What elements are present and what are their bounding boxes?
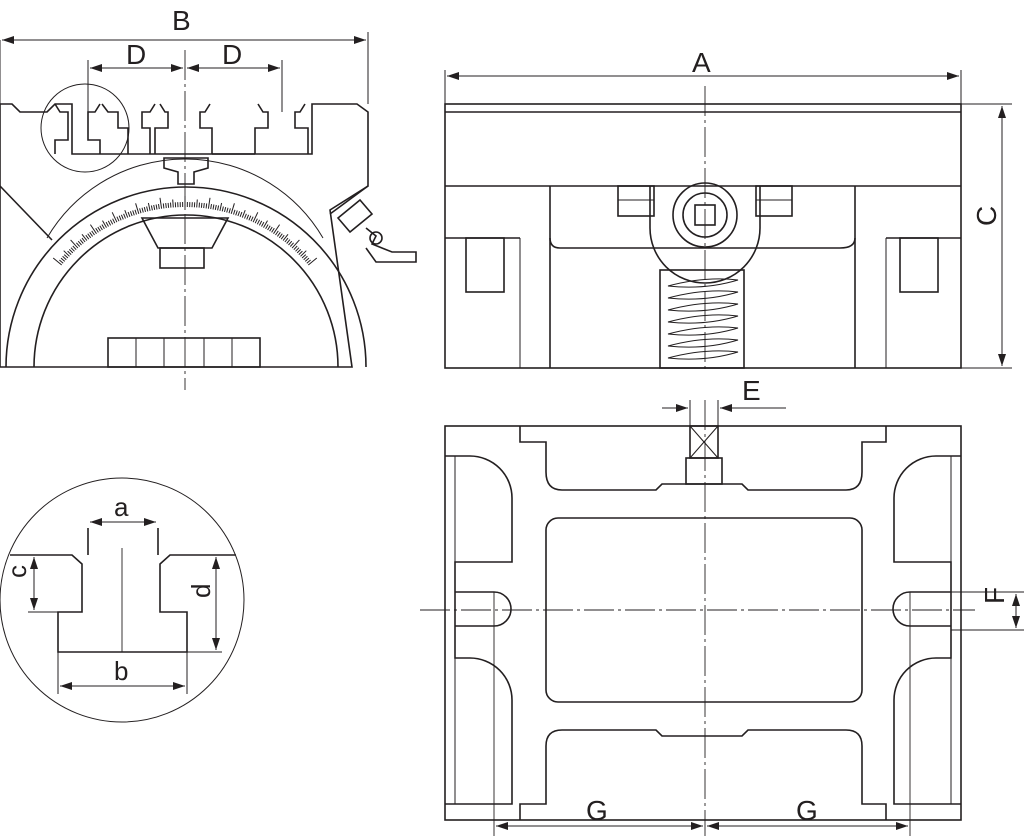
label-a-small: a [114,492,129,522]
protractor-outer-arc [5,186,367,368]
label-b: B [172,5,191,36]
front-view-outline [0,103,369,368]
top-view [420,400,975,836]
label-g-right: G [796,795,818,826]
t-slot-profile [10,554,236,653]
base-blocks [107,337,261,368]
label-f: F [979,587,1010,604]
dimension-b: B [0,5,369,104]
label-c-small: c [2,565,32,578]
label-d-left: D [126,39,146,70]
label-e: E [742,375,761,406]
front-view [0,50,417,390]
spring [667,278,739,360]
protractor-ticks [52,196,318,266]
detail-circle-large [0,477,245,723]
spring-window [659,269,745,369]
front-view-right-slope [329,185,369,215]
label-g-left: G [586,795,608,826]
center-block [159,247,205,269]
right-slot [892,591,951,627]
center-trapezoid [140,217,230,249]
label-a: A [692,47,711,78]
top-view-outline [444,425,962,821]
label-c-upper: C [971,206,1002,226]
angle-pointer [163,157,209,185]
protractor-inner-arc [33,214,339,368]
label-d-right: D [222,39,242,70]
label-d-small: d [186,584,216,598]
t-slot-detail: a b c d [0,477,245,723]
left-slot [455,591,512,627]
central-boss [649,186,761,284]
front-view-left-slope [0,185,53,241]
side-view [444,86,962,372]
locking-lever [336,198,374,234]
dimension-d: D D [87,39,283,112]
dimension-a: A [444,47,962,104]
side-view-outline [444,103,962,369]
label-b-small: b [114,656,128,686]
t-slots [54,103,309,155]
dimension-c: C [961,103,1012,369]
detail-circle-small [40,83,130,173]
dimension-f: F [951,587,1024,631]
top-key [685,457,723,485]
dimension-e: E [662,375,786,426]
dimension-g: G G [496,795,908,830]
